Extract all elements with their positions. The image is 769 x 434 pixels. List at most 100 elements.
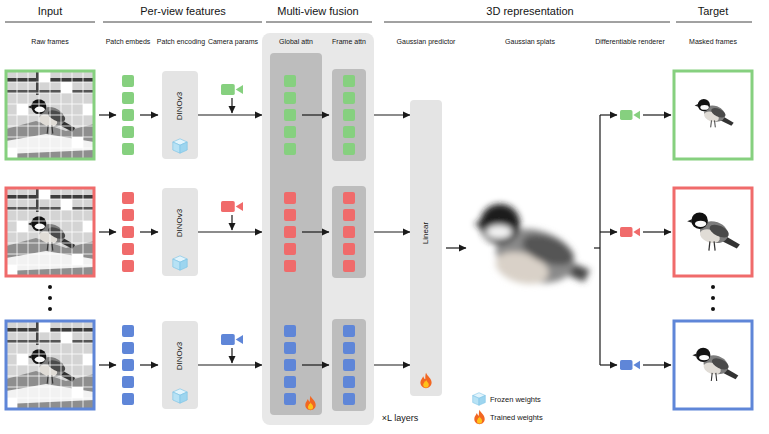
section-heading: Input (38, 6, 62, 17)
target-frame (674, 71, 752, 159)
patch-token (122, 126, 134, 138)
bird-silhouette (695, 99, 734, 127)
token (343, 393, 355, 405)
box-label: DINOv3 (176, 209, 184, 237)
flow-arrow (446, 247, 466, 248)
token (284, 126, 296, 138)
connector (198, 114, 262, 115)
token (284, 342, 296, 354)
ellipsis-dot (711, 296, 715, 300)
patch-token (122, 260, 134, 272)
token (343, 325, 355, 337)
column-label: ×L layers (382, 414, 418, 423)
camera-icon (620, 110, 640, 120)
flow-arrow (600, 231, 617, 232)
token (284, 192, 296, 204)
section-rule (384, 22, 670, 23)
splat-cheek (486, 225, 512, 239)
flow-arrow (140, 364, 158, 365)
token (284, 92, 296, 104)
patch-token (122, 226, 134, 238)
raw-frame-image (6, 188, 94, 276)
camera-icon (221, 334, 243, 345)
flow-arrow (99, 364, 116, 365)
token (343, 209, 355, 221)
column-label: Patch embeds (106, 38, 151, 45)
token (284, 325, 296, 337)
token (284, 393, 296, 405)
patch-token (122, 243, 134, 255)
connector (198, 231, 262, 232)
fusion-panel: Global attn Frame attn (262, 33, 374, 425)
flow-arrow (643, 364, 671, 365)
node-graphic (262, 33, 374, 425)
column-label: Patch encoding (157, 38, 205, 45)
connector (198, 364, 262, 365)
flow-arrow (643, 231, 671, 232)
section-rule (103, 22, 262, 23)
ellipsis-dot (711, 285, 715, 289)
section-rule (676, 22, 752, 23)
target-frame (674, 188, 752, 276)
flow-arrow (140, 114, 158, 115)
ellipsis-dot (48, 296, 52, 300)
flow-arrow (231, 98, 232, 113)
token (284, 75, 296, 87)
raw-frame-image (6, 71, 94, 159)
patch-token (122, 342, 134, 354)
token (343, 359, 355, 371)
frame-attn-box (332, 186, 366, 278)
token (343, 376, 355, 388)
section-heading: Multi-view fusion (277, 6, 358, 17)
token (284, 260, 296, 272)
token (284, 143, 296, 155)
token (284, 226, 296, 238)
split-line (599, 115, 600, 365)
trained-icon (420, 373, 431, 388)
token (284, 109, 296, 121)
trained-icon (474, 410, 484, 424)
section-heading: Target (698, 6, 729, 17)
section-rule (266, 22, 372, 23)
section-heading: Per-view features (140, 6, 226, 17)
panel-heading: Global attn (279, 38, 313, 45)
patch-token (122, 359, 134, 371)
flow-arrow (231, 215, 232, 230)
encoder-box: DINOv3 (162, 321, 198, 409)
node-graphic (410, 100, 442, 396)
token (343, 342, 355, 354)
global-attn-column (270, 53, 322, 415)
bird-silhouette (692, 348, 738, 381)
ellipsis-dot (711, 307, 715, 311)
column-label: Camera params (208, 38, 258, 45)
token (343, 109, 355, 121)
token (343, 75, 355, 87)
encoder-box: DINOv3 (162, 188, 198, 276)
flow-arrow (140, 231, 158, 232)
bird-silhouette (687, 212, 740, 250)
encoder-box: DINOv3 (162, 71, 198, 159)
frame-attn-box (332, 319, 366, 411)
ellipsis-dot (48, 285, 52, 289)
frame-border (6, 71, 94, 159)
splat-head (480, 204, 520, 244)
frame-border (6, 321, 94, 409)
panel-heading: Frame attn (332, 38, 366, 45)
connector (374, 114, 410, 115)
camera-icon (620, 360, 640, 370)
section-rule (5, 22, 95, 23)
trained-icon (305, 396, 315, 410)
patch-token (122, 92, 134, 104)
box-label: DINOv3 (176, 92, 184, 120)
target-frame (674, 321, 752, 409)
flow-arrow (302, 231, 329, 232)
splat-wing (518, 229, 578, 272)
legend-text: Trained weights (490, 414, 543, 422)
patch-token (122, 325, 134, 337)
frame-border (6, 188, 94, 276)
flow-arrow (99, 231, 116, 232)
token (343, 226, 355, 238)
column-label: Differentiable renderer (595, 38, 665, 45)
column-label: Raw frames (31, 38, 68, 45)
connector (374, 364, 410, 365)
